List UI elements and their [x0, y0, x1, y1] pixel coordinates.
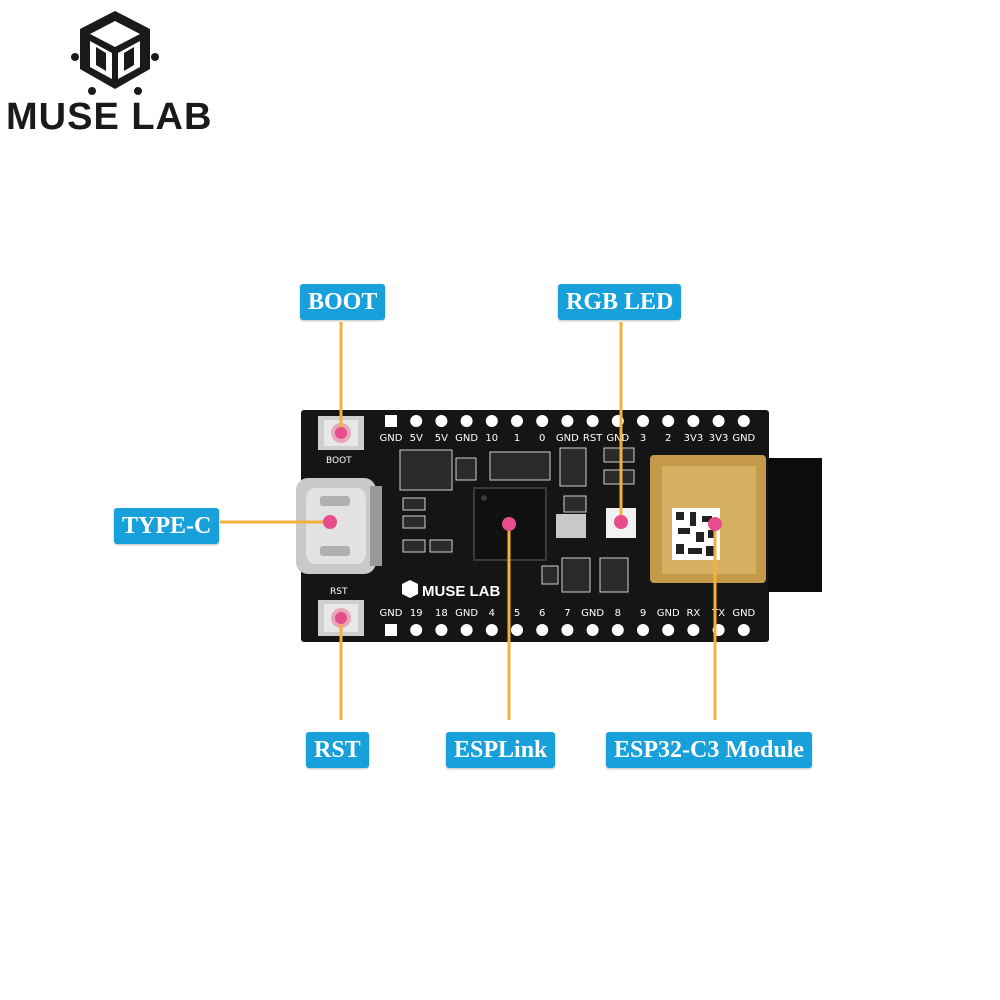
callout-rst: RST [306, 732, 369, 768]
usb-type-c-connector [296, 478, 382, 574]
bottom-pin-pad [611, 624, 624, 636]
bottom-pin-label: 6 [539, 608, 545, 619]
silk-brand: MUSE LAB [422, 583, 501, 600]
bottom-pin-pad [637, 624, 649, 636]
top-pin-label: 3 [640, 433, 646, 444]
marker-rgb-led [614, 515, 628, 529]
bottom-pin-pad [511, 624, 523, 636]
bottom-pin-label: 5 [514, 608, 520, 619]
bottom-pin-label: GND [657, 608, 680, 619]
top-pin-label: 1 [514, 433, 520, 444]
silk-boot-label: BOOT [326, 456, 352, 466]
bottom-pin-pad [460, 624, 473, 636]
top-pin-header [385, 415, 750, 427]
callout-boot: BOOT [300, 284, 386, 320]
top-pin-pad [662, 415, 675, 427]
bottom-pin-pad [561, 624, 574, 636]
top-pin-label: GND [606, 433, 629, 444]
esp32-c3-module [650, 455, 766, 583]
bottom-pin-pad [485, 624, 498, 636]
marker-dots [323, 427, 722, 624]
bottom-pin-label: 19 [410, 608, 423, 619]
silk-rst-label: RST [330, 587, 348, 597]
bottom-pin-pad [586, 624, 599, 636]
callout-esp32-module: ESP32-C3 Module [606, 732, 813, 768]
top-pin-label: RST [583, 433, 603, 444]
bottom-pin-label: 18 [435, 608, 448, 619]
top-pin-pad [637, 415, 649, 427]
bottom-pin-header [385, 624, 750, 636]
bottom-pin-pad [536, 624, 549, 636]
bottom-pin-label: 8 [615, 608, 621, 619]
bottom-pin-pad [737, 624, 750, 636]
marker-esplink [502, 517, 516, 531]
marker-type-c [323, 515, 337, 529]
top-pin-label: 2 [665, 433, 671, 444]
logo-text: MUSE LAB [6, 96, 213, 138]
callout-type-c: TYPE-C [114, 508, 220, 544]
silk-cube-icon [402, 580, 418, 598]
smd-components [399, 447, 635, 593]
marker-esp32 [708, 517, 722, 531]
muse-lab-cube-icon [71, 11, 159, 95]
top-pin-pad [485, 415, 498, 427]
top-pin-label: 0 [539, 433, 545, 444]
top-pin-label: 10 [485, 433, 498, 444]
top-pin-pad [410, 415, 423, 427]
marker-rst [335, 612, 347, 624]
marker-boot [335, 427, 347, 439]
bottom-pin-label: GND [455, 608, 478, 619]
top-pin-pad [385, 415, 397, 427]
top-pin-pad [687, 415, 700, 427]
top-pin-pad [561, 415, 574, 427]
callout-rgb-led: RGB LED [558, 284, 682, 320]
top-pin-pad [712, 415, 725, 427]
bottom-pin-label: RX [686, 608, 700, 619]
rst-button[interactable] [318, 600, 364, 636]
bottom-pin-label: GND [581, 608, 604, 619]
bottom-pin-label: 9 [640, 608, 646, 619]
top-pin-label: GND [455, 433, 478, 444]
bottom-pin-pad [435, 624, 448, 636]
bottom-pin-label: 4 [489, 608, 495, 619]
bottom-pin-label: GND [380, 608, 403, 619]
bottom-pin-pad [662, 624, 675, 636]
top-pin-label: 3V3 [709, 433, 729, 444]
top-pin-pad [435, 415, 448, 427]
bottom-pin-pad [687, 624, 700, 636]
top-pin-label: 3V3 [684, 433, 704, 444]
top-pin-label: 5V [410, 433, 423, 444]
leader-lines [220, 322, 717, 720]
crystal-oscillator [556, 514, 586, 538]
bottom-pin-label: TX [711, 608, 725, 619]
top-pin-label: GND [380, 433, 403, 444]
top-pin-pad [460, 415, 473, 427]
top-pin-pad [511, 415, 523, 427]
top-pin-label: 5V [435, 433, 448, 444]
bottom-pin-pad [385, 624, 397, 636]
top-pin-label: GND [732, 433, 755, 444]
top-pin-pad [737, 415, 750, 427]
muse-lab-logo: MUSE LAB [0, 0, 230, 150]
bottom-pin-labels: GND 19 18 GND 4 5 6 7 GND 8 9 GND RX TX GND [380, 608, 756, 619]
top-pin-label: GND [556, 433, 579, 444]
top-pin-pad [536, 415, 549, 427]
bottom-pin-pad [410, 624, 423, 636]
bottom-pin-label: 7 [564, 608, 570, 619]
callout-esplink: ESPLink [446, 732, 556, 768]
bottom-pin-label: GND [732, 608, 755, 619]
top-pin-pad [586, 415, 599, 427]
antenna-connector [768, 458, 822, 592]
